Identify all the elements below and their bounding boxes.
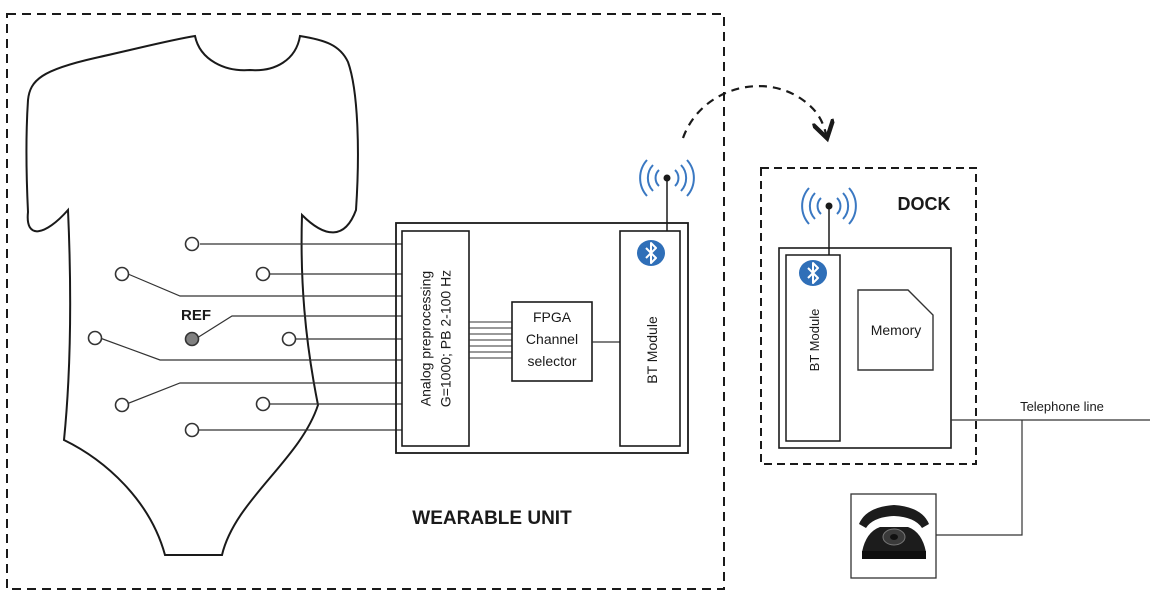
bluetooth-icon [636,239,666,267]
electrode [281,331,297,347]
dock-bt-module [785,254,841,442]
electrode [255,266,271,282]
ref-label: REF [181,307,211,324]
electrode [184,422,200,438]
electrode [114,397,130,413]
electrodes [87,236,297,438]
electrode [87,330,103,346]
wearable-bt-module-label: BT Module [644,316,660,384]
memory-card-icon [857,289,934,371]
wearable-unit-label: WEARABLE UNIT [412,508,572,529]
wearable-unit-frame [6,13,725,590]
analog-block-line1: Analog preprocessing [418,271,434,406]
wearable-electronics-box [395,222,689,454]
dock-bt-module-label: BT Module [807,309,822,372]
fpga-line3: selector [527,353,576,369]
channel-bus [469,321,512,359]
wireless-transfer-arrow [681,84,826,138]
wearable-bt-module [619,230,681,447]
dock-label: DOCK [898,194,951,214]
fpga-line2: Channel [526,331,578,347]
analog-block-line2: G=1000; PB 2-100 Hz [438,270,454,407]
fpga-line1: FPGA [533,309,572,325]
electrode [184,236,200,252]
ref-electrode [184,331,200,347]
bluetooth-icon [798,259,828,287]
memory-label: Memory [871,322,922,338]
electrode [114,266,130,282]
telephone-line-label: Telephone line [1020,399,1104,414]
torso-outline [25,34,359,556]
electrode-leads [99,243,402,431]
telephone-icon [859,505,929,559]
dock-inner-box [778,247,952,449]
dock-frame [760,167,977,465]
analog-preprocessing-block [401,230,470,447]
telephone-line-drop [936,420,1023,536]
electrode [255,396,271,412]
